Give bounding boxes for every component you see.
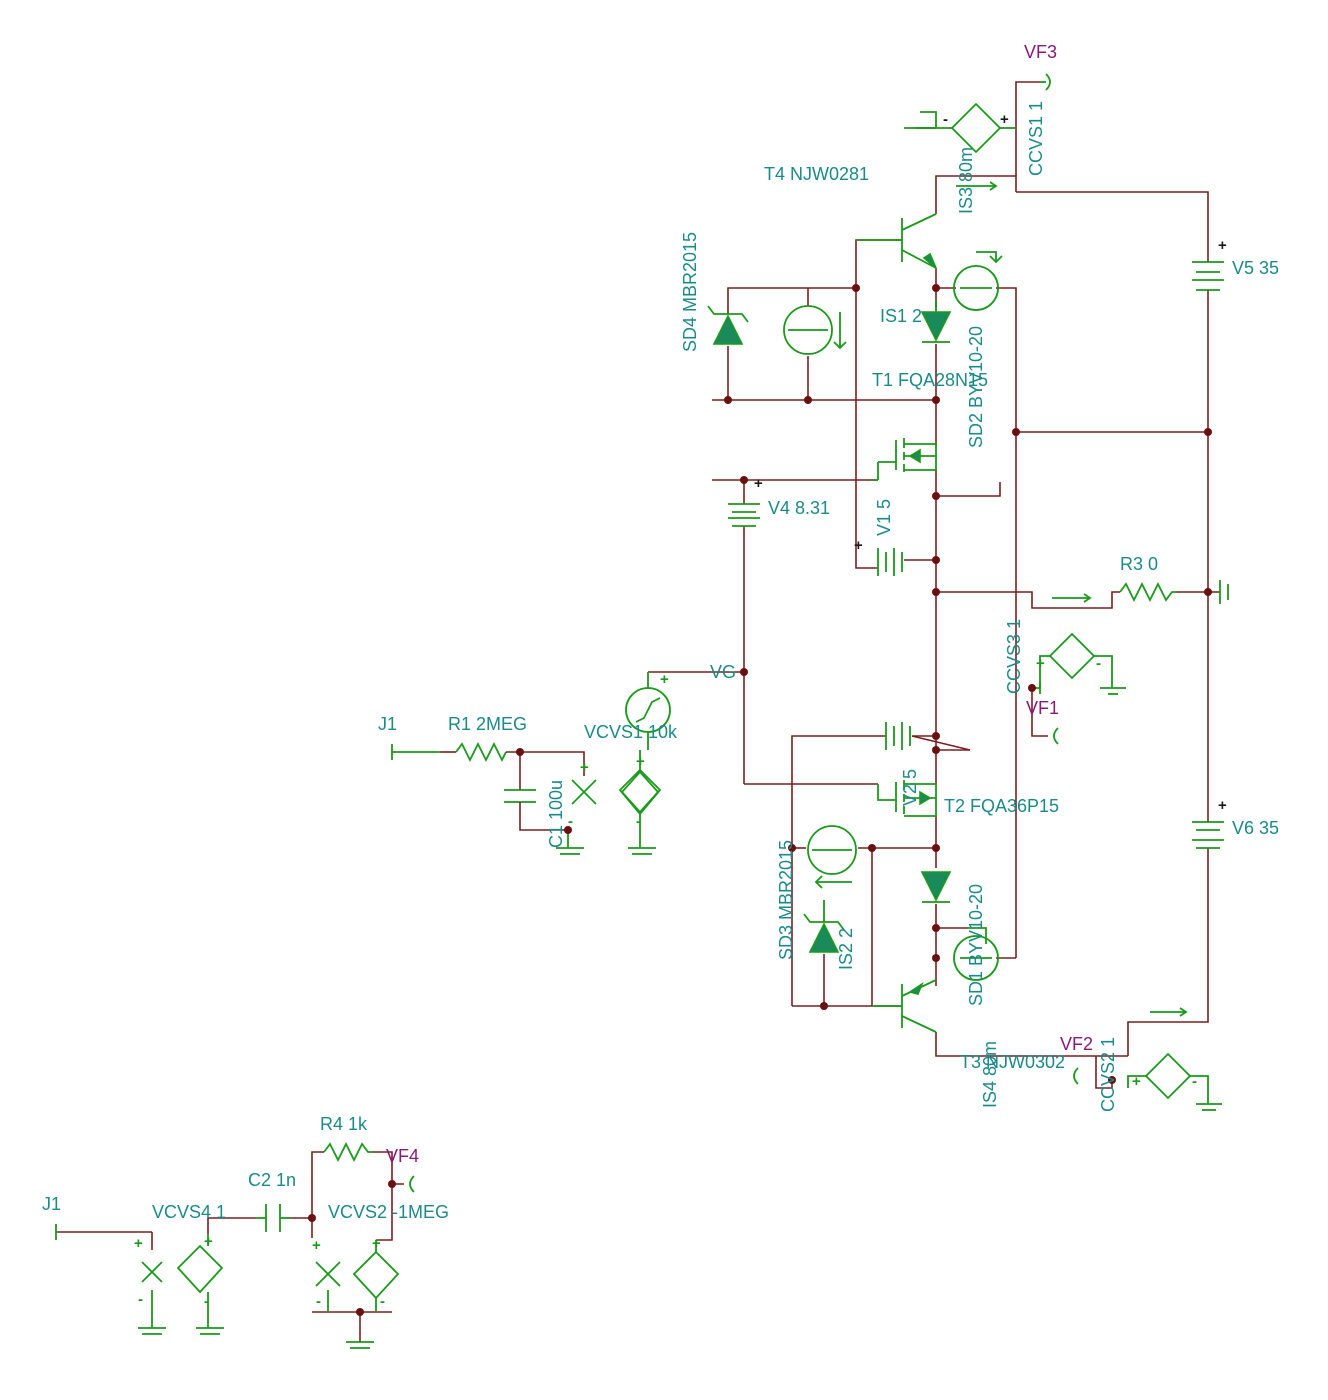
junction-dots — [308, 284, 1212, 1316]
label-v4: V4 8.31 — [768, 498, 830, 518]
svg-text:+: + — [134, 1235, 143, 1252]
c2-capacitor — [256, 1204, 290, 1232]
svg-text:+: + — [854, 537, 863, 554]
vcvs1-source: + + - — [618, 671, 671, 855]
svg-text:-: - — [1192, 1073, 1197, 1090]
svg-text:+: + — [636, 753, 645, 770]
label-vg: VG — [710, 662, 736, 682]
label-vcvs2: VCVS2 -1MEG — [328, 1202, 449, 1222]
t4-transistor — [856, 213, 937, 269]
vcvs4-source: + - + - — [134, 1233, 224, 1335]
svg-text:+: + — [372, 1235, 381, 1252]
svg-text:-: - — [204, 1293, 209, 1310]
sd2-diode — [920, 300, 952, 343]
t3-transistor — [872, 979, 937, 1033]
label-j1-bottom: J1 — [42, 1194, 61, 1214]
t1-mosfet — [872, 438, 937, 481]
label-vcvs1: VCVS1 10k — [584, 722, 678, 742]
is-right-current-source — [953, 927, 999, 981]
c1-capacitor: + - — [504, 759, 597, 855]
label-v2: V2 5 — [900, 769, 920, 806]
label-sd3: SD3 MBR2015 — [776, 840, 796, 960]
svg-text:-: - — [943, 111, 948, 128]
label-sd2: SD2 BYV10-20 — [966, 326, 986, 448]
svg-text:+: + — [1036, 655, 1045, 672]
v5-battery: + — [1192, 237, 1227, 291]
label-is1: IS1 2 — [880, 306, 922, 326]
is4-sensor — [1150, 1007, 1188, 1017]
label-vf2: VF2 — [1060, 1034, 1093, 1054]
label-sd4: SD4 MBR2015 — [680, 232, 700, 352]
svg-text:+: + — [1218, 237, 1227, 254]
svg-text:-: - — [636, 813, 641, 830]
label-t4: T4 NJW0281 — [764, 164, 869, 184]
svg-text:-: - — [316, 1293, 321, 1310]
label-ccvs2: CCVS2 1 — [1098, 1037, 1118, 1112]
label-is3: IS3 80m — [956, 147, 976, 214]
label-r3: R3 0 — [1120, 554, 1158, 574]
svg-text:-: - — [380, 1293, 385, 1310]
label-is2: IS2 2 — [836, 928, 856, 970]
label-ccvs3: CCVS3 1 — [1004, 619, 1024, 694]
r3-resistor — [1052, 581, 1176, 603]
label-sd1: SD1 BYV10-20 — [966, 884, 986, 1006]
vcvs2-source: + - + - — [312, 1235, 400, 1349]
wires-bottom — [56, 1151, 404, 1342]
sd4-diode — [707, 305, 749, 345]
svg-text:+: + — [1218, 797, 1227, 814]
r1-resistor — [440, 741, 585, 790]
v2-battery — [885, 722, 911, 750]
vf2-probe — [1073, 1067, 1079, 1085]
label-vf3: VF3 — [1024, 42, 1057, 62]
svg-text:-: - — [138, 1291, 143, 1308]
label-t3: T3 NJW0302 — [960, 1052, 1065, 1072]
is-left-current-source — [783, 305, 847, 355]
vf1-probe — [1053, 727, 1059, 745]
label-is4: IS4 80m — [980, 1041, 1000, 1108]
ccvs2-source: + - — [1127, 1052, 1222, 1111]
v6-battery: + — [1192, 797, 1227, 849]
label-ccvs1: CCVS1 1 — [1026, 101, 1046, 176]
svg-text:+: + — [580, 759, 589, 776]
svg-text:-: - — [1096, 655, 1101, 672]
v4-battery: + — [728, 475, 763, 527]
ccvs3-source: + - — [1032, 632, 1126, 695]
label-vf1: VF1 — [1026, 698, 1059, 718]
t2-mosfet — [877, 780, 937, 817]
label-r4: R4 1k — [320, 1114, 368, 1134]
label-vf4: VF4 — [386, 1146, 419, 1166]
label-j1-top: J1 — [378, 714, 397, 734]
label-t2: T2 FQA36P15 — [944, 796, 1059, 816]
svg-text:+: + — [1132, 1073, 1141, 1090]
is2-current-source — [807, 825, 857, 889]
svg-text:-: - — [568, 813, 573, 830]
is3-sensor — [956, 181, 998, 191]
wires-top — [648, 81, 1220, 1089]
label-v1: V1 5 — [874, 499, 894, 536]
svg-text:+: + — [660, 671, 669, 688]
label-v5: V5 35 — [1232, 258, 1279, 278]
svg-text:+: + — [1000, 111, 1009, 128]
sd3-diode — [803, 900, 845, 953]
vf4-probe — [409, 1175, 415, 1193]
ground-r3 — [1219, 580, 1229, 604]
svg-text:+: + — [312, 1237, 321, 1254]
label-t1: T1 FQA28N15 — [872, 370, 988, 390]
svg-text:+: + — [204, 1233, 213, 1250]
label-v6: V6 35 — [1232, 818, 1279, 838]
label-r1: R1 2MEG — [448, 714, 527, 734]
vf3-probe — [1040, 73, 1051, 91]
label-c2: C2 1n — [248, 1170, 296, 1190]
ccvs1-source: - + — [904, 102, 1016, 154]
sd1-diode — [920, 871, 952, 903]
is1-current-source — [953, 251, 1003, 311]
label-vcvs4: VCVS4 1 — [152, 1202, 226, 1222]
svg-text:+: + — [754, 475, 763, 492]
j1-input-top — [391, 744, 440, 760]
label-c1: C1 100u — [546, 780, 566, 848]
r4-resistor — [323, 1141, 372, 1163]
v1-battery: + — [854, 537, 903, 576]
